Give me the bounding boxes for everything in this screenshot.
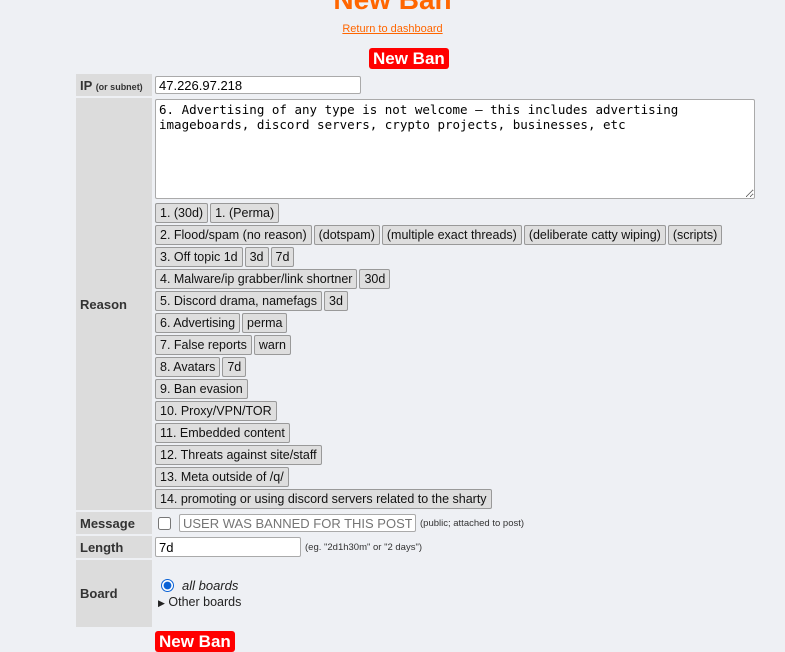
- preset-row: 12. Threats against site/staff: [155, 444, 755, 466]
- reason-preset-button[interactable]: 7d: [270, 247, 295, 267]
- ip-label: IP (or subnet): [76, 74, 152, 96]
- reason-preset-button[interactable]: 2. Flood/spam (no reason): [155, 225, 312, 245]
- preset-row: 1. (30d)1. (Perma): [155, 202, 755, 224]
- ip-input[interactable]: [155, 76, 361, 94]
- page-title: New Ban: [0, 0, 785, 16]
- return-to-dashboard-link[interactable]: Return to dashboard: [342, 23, 443, 35]
- reason-label: Reason: [76, 98, 152, 510]
- reason-preset-button[interactable]: warn: [253, 335, 291, 355]
- reason-preset-button[interactable]: 1. (30d): [155, 203, 209, 223]
- disclosure-triangle-icon: ▶: [158, 598, 165, 608]
- reason-preset-button[interactable]: (multiple exact threads): [381, 225, 522, 245]
- preset-row: 11. Embedded content: [155, 422, 755, 444]
- message-label: Message: [76, 512, 152, 534]
- preset-row: 10. Proxy/VPN/TOR: [155, 400, 755, 422]
- reason-preset-button[interactable]: 1. (Perma): [210, 203, 280, 223]
- message-checkbox[interactable]: [158, 516, 171, 530]
- preset-row: 13. Meta outside of /q/: [155, 466, 755, 488]
- ip-sublabel: (or subnet): [95, 81, 143, 92]
- reason-preset-button[interactable]: 30d: [359, 269, 391, 289]
- length-input[interactable]: [155, 537, 301, 557]
- reason-preset-button[interactable]: (dotspam): [313, 225, 380, 245]
- new-ban-submit-button[interactable]: New Ban: [155, 631, 235, 652]
- reason-preset-button[interactable]: 14. promoting or using discord servers r…: [155, 489, 492, 509]
- preset-row: 2. Flood/spam (no reason)(dotspam)(multi…: [155, 224, 755, 246]
- reason-preset-button[interactable]: 13. Meta outside of /q/: [155, 467, 289, 487]
- preset-row: 9. Ban evasion: [155, 378, 755, 400]
- all-boards-radio[interactable]: [161, 579, 174, 592]
- reason-preset-button[interactable]: 7. False reports: [155, 335, 252, 355]
- reason-preset-button[interactable]: 8. Avatars: [155, 357, 221, 377]
- reason-textarea[interactable]: 6. Advertising of any type is not welcom…: [155, 99, 755, 199]
- all-boards-label: all boards: [182, 578, 239, 593]
- all-boards-option[interactable]: all boards: [161, 578, 755, 593]
- reason-presets: 1. (30d)1. (Perma)2. Flood/spam (no reas…: [155, 202, 755, 510]
- reason-preset-button[interactable]: (scripts): [667, 225, 723, 245]
- board-label: Board: [76, 560, 152, 627]
- other-boards-toggle[interactable]: ▶ Other boards: [158, 595, 755, 609]
- reason-preset-button[interactable]: 3. Off topic 1d: [155, 247, 243, 267]
- ip-label-text: IP: [80, 77, 93, 93]
- new-ban-heading: New Ban: [369, 48, 449, 69]
- reason-preset-button[interactable]: 11. Embedded content: [155, 423, 290, 443]
- reason-preset-button[interactable]: 3d: [324, 291, 348, 311]
- return-link-wrap: Return to dashboard: [0, 23, 785, 35]
- preset-row: 14. promoting or using discord servers r…: [155, 488, 755, 510]
- message-input[interactable]: [179, 514, 416, 532]
- reason-preset-button[interactable]: 6. Advertising: [155, 313, 241, 333]
- reason-preset-button[interactable]: (deliberate catty wiping): [523, 225, 666, 245]
- message-note: (public; attached to post): [420, 517, 525, 529]
- reason-preset-button[interactable]: 10. Proxy/VPN/TOR: [155, 401, 277, 421]
- ban-form: IP (or subnet) Reason 6. Advertising of …: [76, 72, 755, 629]
- length-label: Length: [76, 536, 152, 558]
- reason-preset-button[interactable]: 12. Threats against site/staff: [155, 445, 322, 465]
- reason-preset-button[interactable]: 4. Malware/ip grabber/link shortner: [155, 269, 358, 289]
- reason-preset-button[interactable]: 9. Ban evasion: [155, 379, 248, 399]
- other-boards-label: Other boards: [168, 595, 242, 609]
- length-note: (eg. "2d1h30m" or "2 days"): [305, 541, 422, 553]
- reason-preset-button[interactable]: perma: [242, 313, 288, 333]
- reason-preset-button[interactable]: 3d: [244, 247, 269, 267]
- reason-preset-button[interactable]: 5. Discord drama, namefags: [155, 291, 323, 311]
- reason-preset-button[interactable]: 7d: [222, 357, 247, 377]
